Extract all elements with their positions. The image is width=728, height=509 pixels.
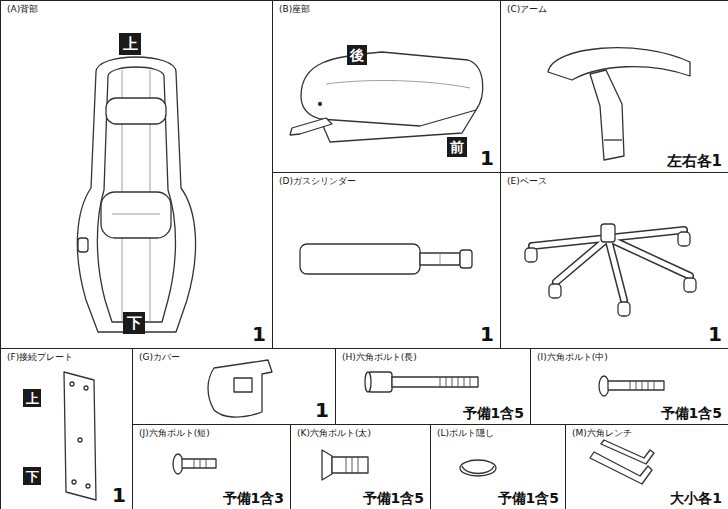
- part-name: (C)アーム: [507, 4, 547, 15]
- orientation-mark: 下: [23, 467, 41, 485]
- part-cell: (I)六角ボルト(中) 予備1含5: [530, 348, 728, 425]
- part-name: (I)六角ボルト(中): [537, 352, 608, 363]
- part-name: (M)六角レンチ: [572, 428, 632, 439]
- orientation-label: 上: [123, 37, 138, 52]
- part-quantity: 予備1含5: [661, 406, 722, 421]
- part-name: (K)六角ボルト(太): [297, 428, 371, 439]
- part-quantity: 大小各1: [670, 491, 722, 506]
- part-quantity: 予備1含5: [498, 491, 559, 506]
- part-cell: (M)六角レンチ大小各1: [565, 424, 728, 509]
- orientation-label: 下: [127, 316, 142, 331]
- part-name: (L)ボルト隠し: [437, 428, 494, 439]
- part-cell: (F)接続プレート 1 上下: [0, 348, 133, 509]
- part-cell: (J)六角ボルト(短) 予備1含3: [132, 424, 291, 509]
- part-cell: (H)六角ボルト(長) 予備1含5: [335, 348, 531, 425]
- part-cell: (D)ガスシリンダー 1: [272, 172, 501, 349]
- orientation-label: 下: [26, 470, 39, 483]
- orientation-label: 後: [350, 48, 364, 62]
- part-quantity: 1: [480, 147, 494, 169]
- part-name: (B)座部: [279, 4, 310, 15]
- orientation-label: 前: [450, 140, 464, 154]
- part-cell: (C)アーム左右各1: [500, 0, 728, 173]
- part-name: (J)六角ボルト(短): [139, 428, 210, 439]
- part-quantity: 予備1含5: [463, 406, 524, 421]
- part-name: (H)六角ボルト(長): [342, 352, 417, 363]
- orientation-mark: 上: [119, 33, 141, 55]
- part-quantity: 1: [315, 399, 329, 421]
- orientation-mark: 前: [447, 137, 467, 157]
- part-quantity: 予備1含3: [223, 491, 284, 506]
- orientation-label: 上: [26, 392, 39, 405]
- part-cell: (E)ベース 1: [500, 172, 728, 349]
- part-cell: (L)ボルト隠し予備1含5: [430, 424, 566, 509]
- part-name: (D)ガスシリンダー: [279, 176, 356, 187]
- part-name: (G)カバー: [139, 352, 180, 363]
- orientation-mark: 上: [23, 389, 41, 407]
- part-name: (F)接続プレート: [7, 352, 73, 363]
- orientation-mark: 下: [123, 312, 145, 334]
- part-quantity: 予備1含5: [363, 491, 424, 506]
- part-quantity: 1: [480, 323, 494, 345]
- part-quantity: 1: [708, 323, 722, 345]
- part-name: (E)ベース: [507, 176, 547, 187]
- part-quantity: 左右各1: [667, 153, 722, 170]
- part-cell: (B)座部 1 後前: [272, 0, 501, 173]
- part-quantity: 1: [252, 323, 266, 345]
- part-name: (A)背部: [7, 4, 38, 15]
- part-cell: (A)背部 1 上下: [0, 0, 273, 349]
- part-quantity: 1: [112, 484, 126, 506]
- part-cell: (K)六角ボルト(太) 予備1含5: [290, 424, 431, 509]
- part-cell: (G)カバー 1: [132, 348, 336, 425]
- orientation-mark: 後: [347, 45, 367, 65]
